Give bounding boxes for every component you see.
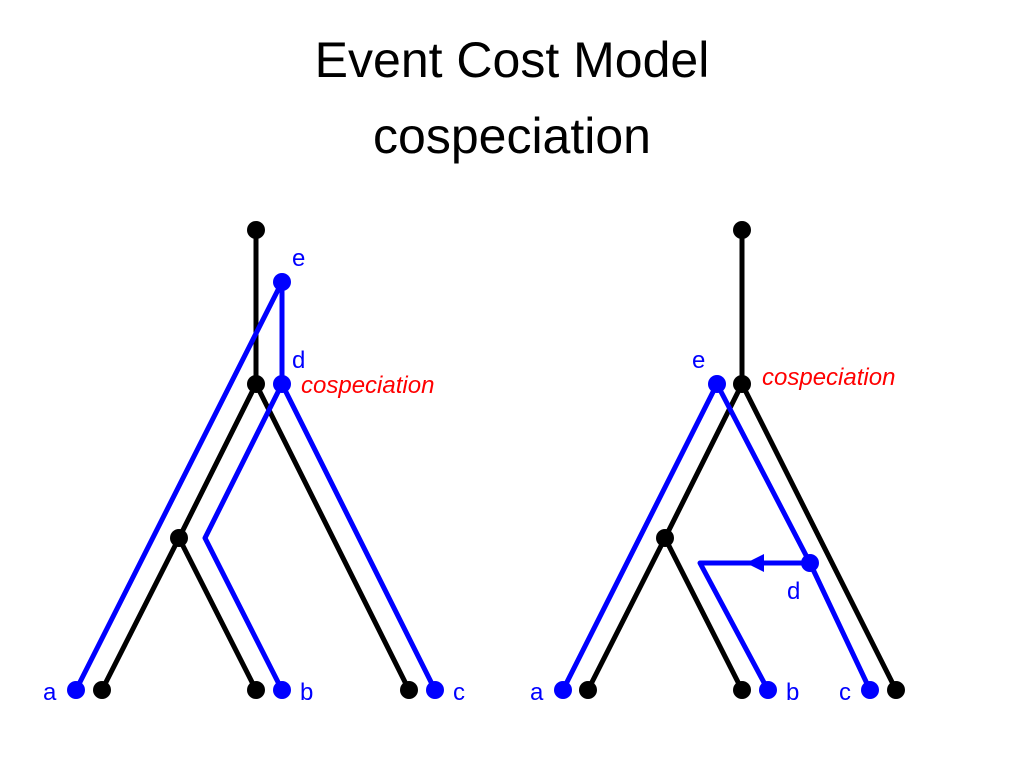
right-label-a: a [530, 679, 544, 706]
right-parasite-edge-d-c [807, 560, 873, 693]
left-host-edge-to-b [176, 535, 259, 693]
right-parasite-edge-e-a [560, 381, 720, 693]
right-parasite-host-switch-edge [697, 560, 813, 693]
left-parasite-node-d [273, 375, 291, 393]
left-host-edge-to-a [99, 535, 182, 693]
right-parasite-tree [560, 381, 873, 693]
right-parasite-leaf-a [554, 681, 572, 699]
left-labels: e d a b c [43, 245, 465, 706]
right-parasite-nodes [554, 375, 879, 699]
left-host-tree [99, 227, 412, 693]
slide-title-line2: cospeciation [373, 108, 651, 164]
slide-title-line1: Event Cost Model [314, 32, 710, 88]
left-host-inner-node [170, 529, 188, 547]
right-diagram: e d a b c cospeciation [530, 221, 905, 706]
right-label-c: c [839, 679, 851, 706]
right-host-edge-to-a [585, 535, 668, 693]
left-host-leaf-b [247, 681, 265, 699]
left-label-b: b [300, 679, 313, 706]
right-host-leaf-c [887, 681, 905, 699]
left-host-root-node [247, 221, 265, 239]
left-host-leaf-a [93, 681, 111, 699]
right-parasite-node-e [708, 375, 726, 393]
left-parasite-edge-e-a [73, 279, 285, 693]
left-event-label: cospeciation [301, 372, 434, 399]
left-label-c: c [453, 679, 465, 706]
left-parasite-leaf-b [273, 681, 291, 699]
right-parasite-leaf-b [759, 681, 777, 699]
right-host-nodes [579, 221, 905, 699]
right-host-edge-to-c [739, 381, 899, 693]
left-diagram: e d a b c cospeciation [43, 221, 465, 706]
left-parasite-leaf-c [426, 681, 444, 699]
left-parasite-edge-d-b [202, 381, 285, 693]
left-host-top-node [247, 375, 265, 393]
left-parasite-leaf-a [67, 681, 85, 699]
left-host-leaf-c [400, 681, 418, 699]
left-host-edge-to-inner [176, 381, 259, 541]
left-label-a: a [43, 679, 57, 706]
right-parasite-node-d [801, 554, 819, 572]
right-label-b: b [786, 679, 799, 706]
right-host-leaf-a [579, 681, 597, 699]
left-label-d: d [292, 347, 305, 374]
left-parasite-edge-d-c [279, 381, 438, 693]
left-parasite-node-e [273, 273, 291, 291]
left-parasite-tree [73, 279, 438, 693]
left-label-e: e [292, 245, 305, 272]
right-event-label: cospeciation [762, 364, 895, 391]
right-host-leaf-b [733, 681, 751, 699]
right-host-top-node [733, 375, 751, 393]
right-parasite-leaf-c [861, 681, 879, 699]
right-labels: e d a b c [530, 347, 851, 706]
left-host-nodes [93, 221, 418, 699]
left-host-edge-to-c [253, 381, 412, 693]
right-label-d: d [787, 578, 800, 605]
right-parasite-edge-e-d [714, 381, 813, 566]
right-label-e: e [692, 347, 705, 374]
right-host-tree [585, 227, 899, 693]
right-host-switch-arrowhead [746, 554, 764, 572]
right-host-inner-node [656, 529, 674, 547]
right-host-root-node [733, 221, 751, 239]
right-host-edge-to-b [662, 535, 745, 693]
left-parasite-nodes [67, 273, 444, 699]
